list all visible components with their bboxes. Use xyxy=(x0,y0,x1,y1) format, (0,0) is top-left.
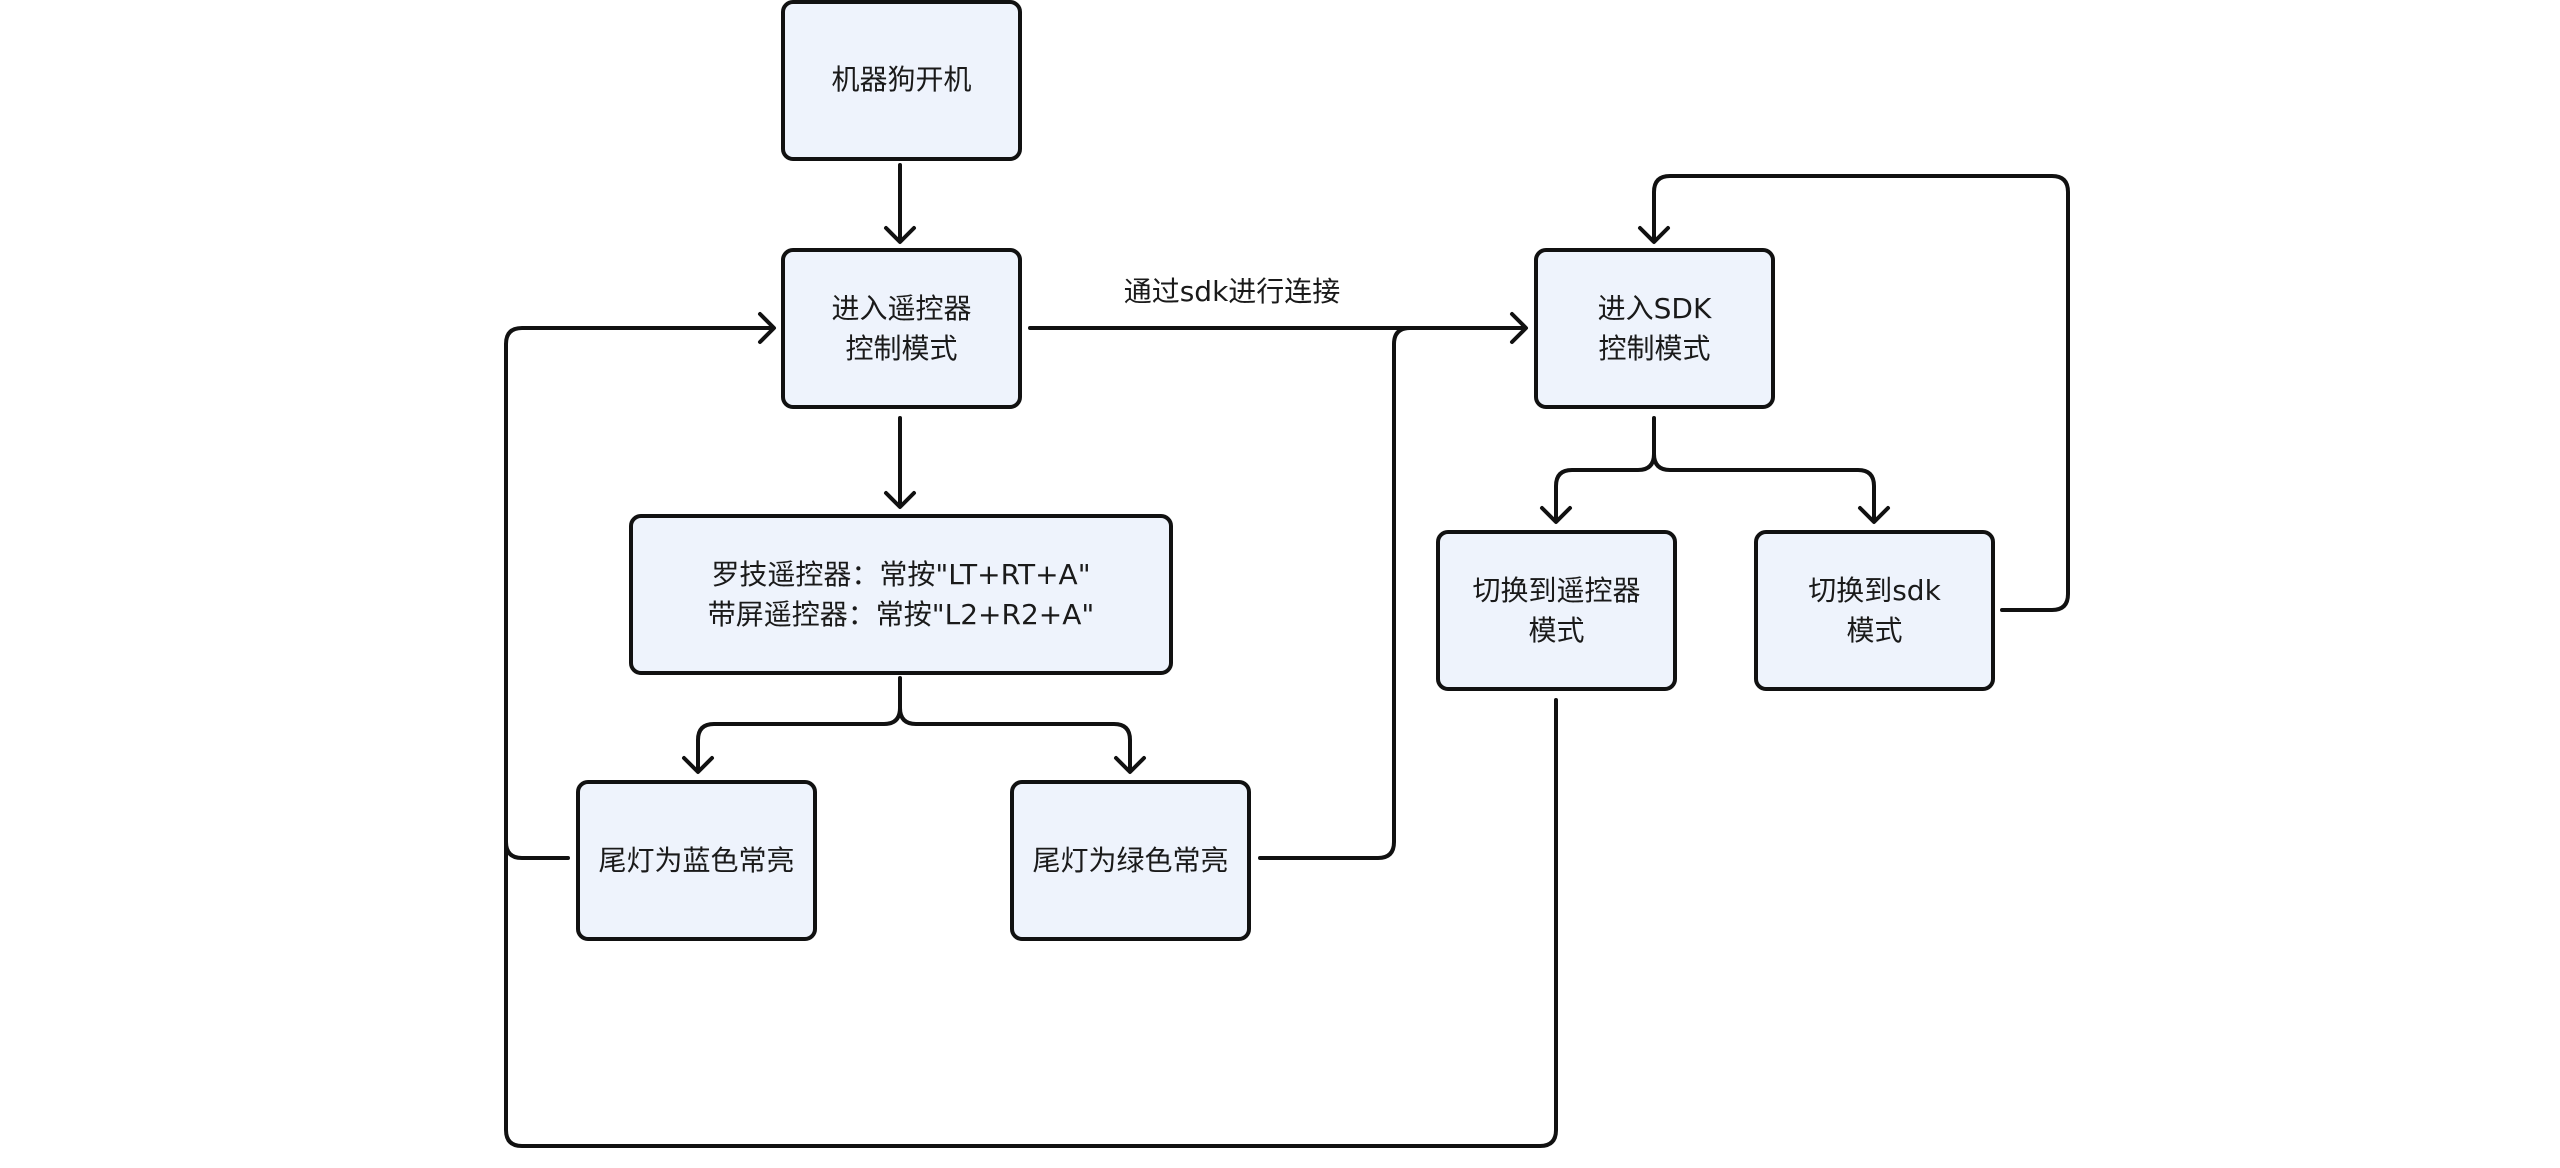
node-sdk-mode-line-2: 控制模式 xyxy=(1598,332,1710,365)
node-green-light: 尾灯为绿色常亮 xyxy=(1010,780,1251,941)
node-combo: 罗技遥控器：常按"LT+RT+A" 带屏遥控器：常按"L2+R2+A" xyxy=(629,514,1173,675)
node-power-on: 机器狗开机 xyxy=(781,0,1022,161)
edge-sdk-to-switchrc xyxy=(1554,416,1656,522)
node-switch-sdk-line-1: 切换到sdk xyxy=(1808,574,1941,607)
edge-switchrc-to-rc xyxy=(504,698,1558,1148)
node-combo-line-1: 罗技遥控器：常按"LT+RT+A" xyxy=(711,558,1090,591)
edge-blue-to-rc xyxy=(504,326,774,860)
arrowhead-icon xyxy=(1114,756,1146,774)
arrowhead-icon xyxy=(884,226,916,244)
edge-green-to-sdk xyxy=(1258,326,1526,860)
connectors xyxy=(504,163,2070,1148)
node-blue-light-line-1: 尾灯为蓝色常亮 xyxy=(598,844,794,877)
node-power-on-line-1: 机器狗开机 xyxy=(831,63,971,96)
node-rc-mode-line-2: 控制模式 xyxy=(845,332,957,365)
node-combo-line-2: 带屏遥控器：常按"L2+R2+A" xyxy=(708,598,1095,631)
arrowhead-icon xyxy=(1858,506,1890,524)
edge-sdk-to-switchsdk xyxy=(1652,452,1876,522)
arrowhead-icon xyxy=(1540,506,1572,524)
edge-switchsdk-to-sdk xyxy=(1652,174,2070,612)
arrowhead-icon xyxy=(682,756,714,774)
node-rc-mode-line-1: 进入遥控器 xyxy=(831,292,971,325)
node-sdk-mode: 进入SDK 控制模式 xyxy=(1534,248,1775,409)
node-switch-rc: 切换到遥控器 模式 xyxy=(1436,530,1677,691)
arrowhead-icon xyxy=(758,312,776,344)
edge-label-connect-via-sdk: 通过sdk进行连接 xyxy=(1124,275,1341,308)
node-blue-light: 尾灯为蓝色常亮 xyxy=(576,780,817,941)
node-switch-rc-line-2: 模式 xyxy=(1528,614,1584,647)
node-rc-mode: 进入遥控器 控制模式 xyxy=(781,248,1022,409)
node-switch-sdk: 切换到sdk 模式 xyxy=(1754,530,1995,691)
node-green-light-line-1: 尾灯为绿色常亮 xyxy=(1032,844,1228,877)
node-switch-rc-line-1: 切换到遥控器 xyxy=(1472,574,1640,607)
node-sdk-mode-line-1: 进入SDK xyxy=(1598,292,1712,325)
edge-combo-to-blue xyxy=(696,676,902,772)
arrowhead-icon xyxy=(884,491,916,509)
arrowhead-icon xyxy=(1638,226,1670,244)
edge-combo-to-green xyxy=(898,706,1132,772)
node-switch-sdk-line-2: 模式 xyxy=(1846,614,1902,647)
